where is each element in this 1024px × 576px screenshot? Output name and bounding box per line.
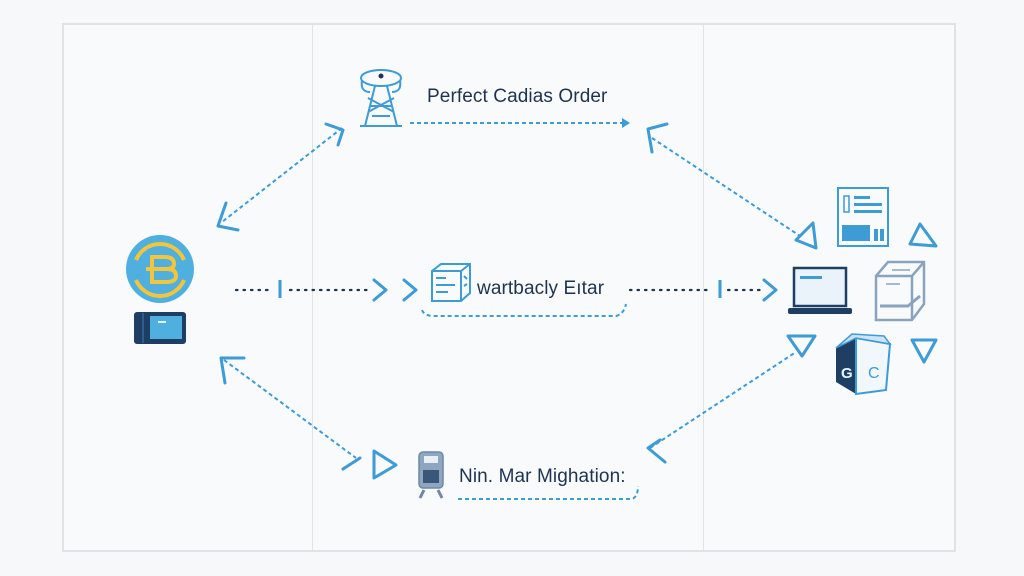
- arrow-middle-right: [628, 278, 778, 302]
- triangle-marker: [908, 222, 938, 248]
- wallet-card-icon: [134, 312, 186, 344]
- column-divider-left: [312, 23, 313, 552]
- 3d-printer-icon: [874, 260, 926, 322]
- arrow-bottom-right: [646, 334, 817, 464]
- cube-document-icon: [431, 263, 471, 302]
- arrow-bottom-left: [219, 356, 398, 480]
- arrow-top-right: [646, 122, 818, 250]
- column-divider-right: [703, 23, 704, 552]
- bottom-node-label: Nin. Mar Mighation:: [459, 466, 626, 487]
- arrow-top-horizontal: [410, 118, 630, 128]
- robot-icon: [418, 451, 444, 499]
- triangle-marker: [910, 338, 938, 364]
- svg-text:G: G: [841, 365, 853, 382]
- arrow-top-left: [216, 122, 345, 232]
- arrow-middle-left: [234, 278, 418, 302]
- tower-icon: [360, 69, 402, 127]
- middle-node-label: wartbacly Eıtar: [477, 278, 605, 299]
- bitcoin-coin-icon: [126, 235, 194, 303]
- svg-text:C: C: [868, 365, 880, 382]
- document-panel-icon: [837, 187, 889, 247]
- laptop-icon: [788, 266, 852, 314]
- box-icon: G C: [835, 333, 892, 396]
- middle-label-underline: [421, 303, 627, 317]
- top-node-label: Perfect Cadias Order: [427, 86, 608, 107]
